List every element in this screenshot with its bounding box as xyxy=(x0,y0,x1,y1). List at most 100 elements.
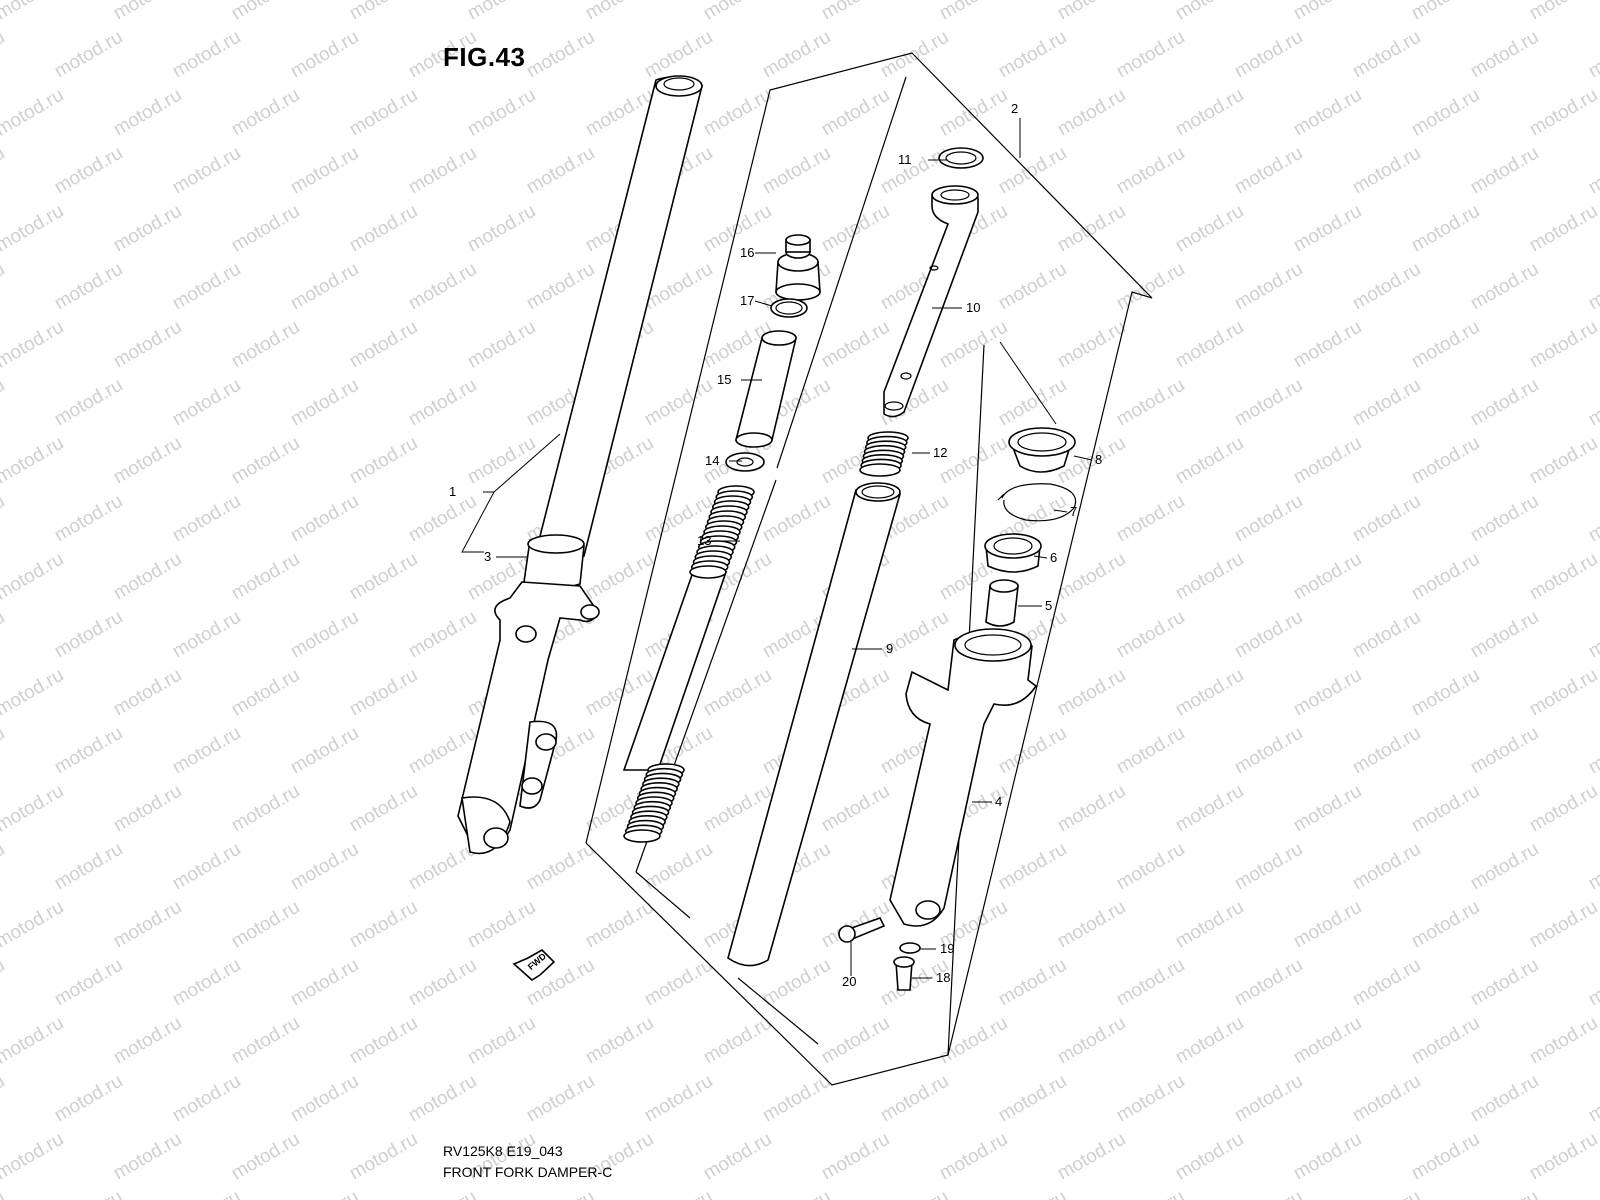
watermark-text: motod.ru xyxy=(1408,201,1483,257)
watermark-text: motod.ru xyxy=(51,607,126,663)
watermark-text: motod.ru xyxy=(1526,85,1600,141)
watermark-text: motod.ru xyxy=(1113,491,1188,547)
watermark-text: motod.ru xyxy=(405,375,480,431)
watermark-text: motod.ru xyxy=(818,317,893,373)
watermark-text: motod.ru xyxy=(0,491,8,547)
watermark-text: motod.ru xyxy=(228,549,303,605)
watermark-text: motod.ru xyxy=(582,897,657,953)
watermark-text: motod.ru xyxy=(1172,549,1247,605)
watermark-text: motod.ru xyxy=(1408,1013,1483,1069)
watermark-text: motod.ru xyxy=(1526,433,1600,489)
watermark-text: motod.ru xyxy=(1349,1071,1424,1127)
watermark-text: motod.ru xyxy=(995,1071,1070,1127)
watermark-text: motod.ru xyxy=(110,897,185,953)
watermark-text: motod.ru xyxy=(1467,375,1542,431)
watermark-text: motod.ru xyxy=(818,1013,893,1069)
watermark-text: motod.ru xyxy=(1408,0,1483,24)
watermark-text: motod.ru xyxy=(1526,897,1600,953)
watermark-text: motod.ru xyxy=(0,1187,8,1200)
watermark-text: motod.ru xyxy=(1408,549,1483,605)
callout-5: 5 xyxy=(1045,598,1052,613)
watermark-text: motod.ru xyxy=(582,0,657,24)
watermark-text: motod.ru xyxy=(51,375,126,431)
watermark-text: motod.ru xyxy=(287,839,362,895)
watermark-text: motod.ru xyxy=(1172,1129,1247,1185)
watermark-text: motod.ru xyxy=(1408,897,1483,953)
watermark-text: motod.ru xyxy=(1231,259,1306,315)
watermark-text: motod.ru xyxy=(346,1013,421,1069)
watermark-text: motod.ru xyxy=(1526,549,1600,605)
watermark-text: motod.ru xyxy=(1054,549,1129,605)
watermark-text: motod.ru xyxy=(1231,27,1306,83)
watermark-text: motod.ru xyxy=(1349,607,1424,663)
watermark-text: motod.ru xyxy=(464,433,539,489)
watermark-text: motod.ru xyxy=(287,375,362,431)
watermark-text: motod.ru xyxy=(1349,491,1424,547)
watermark-text: motod.ru xyxy=(1349,1187,1424,1200)
watermark-text: motod.ru xyxy=(995,143,1070,199)
watermark-text: motod.ru xyxy=(759,1071,834,1127)
watermark-text: motod.ru xyxy=(1172,1013,1247,1069)
watermark-text: motod.ru xyxy=(110,549,185,605)
watermark-text: motod.ru xyxy=(1585,27,1600,83)
watermark-text: motod.ru xyxy=(1467,491,1542,547)
watermark-text: motod.ru xyxy=(1467,955,1542,1011)
watermark-text: motod.ru xyxy=(1585,955,1600,1011)
spring-coil xyxy=(689,565,727,579)
part-5-oil-lock-piece xyxy=(985,579,1019,627)
watermark-text: motod.ru xyxy=(110,665,185,721)
watermark-text: motod.ru xyxy=(1526,1129,1600,1185)
watermark-text: motod.ru xyxy=(1113,1187,1188,1200)
watermark-text: motod.ru xyxy=(1113,1071,1188,1127)
watermark-text: motod.ru xyxy=(1054,781,1129,837)
watermark-text: motod.ru xyxy=(1172,0,1247,24)
watermark-text: motod.ru xyxy=(995,1187,1070,1200)
watermark-text: motod.ru xyxy=(228,1013,303,1069)
watermark-text: motod.ru xyxy=(1290,1013,1365,1069)
watermark-text: motod.ru xyxy=(1113,375,1188,431)
watermark-text: motod.ru xyxy=(110,1013,185,1069)
watermark-text: motod.ru xyxy=(1585,1071,1600,1127)
watermark-text: motod.ru xyxy=(877,1187,952,1200)
watermark-text: motod.ru xyxy=(1467,27,1542,83)
watermark-text: motod.ru xyxy=(228,665,303,721)
watermark-text: motod.ru xyxy=(1408,85,1483,141)
watermark-text: motod.ru xyxy=(936,1129,1011,1185)
watermark-text: motod.ru xyxy=(228,0,303,24)
watermark-text: motod.ru xyxy=(0,897,67,953)
watermark-text: motod.ru xyxy=(1585,723,1600,779)
part-18-drain-bolt xyxy=(893,956,915,991)
watermark-text: motod.ru xyxy=(464,201,539,257)
watermark-text: motod.ru xyxy=(1231,375,1306,431)
watermark-text: motod.ru xyxy=(1290,433,1365,489)
callout-11: 11 xyxy=(898,152,912,167)
watermark-text: motod.ru xyxy=(0,317,67,373)
watermark-text: motod.ru xyxy=(818,781,893,837)
watermark-text: motod.ru xyxy=(0,955,8,1011)
watermark-text: motod.ru xyxy=(51,143,126,199)
watermark-text: motod.ru xyxy=(110,317,185,373)
watermark-text: motod.ru xyxy=(995,839,1070,895)
part-8-dust-seal xyxy=(1008,427,1076,473)
leader-lines xyxy=(461,118,1093,979)
watermark-text: motod.ru xyxy=(1113,955,1188,1011)
watermark-text: motod.ru xyxy=(1231,491,1306,547)
callout-3: 3 xyxy=(484,549,491,564)
watermark-text: motod.ru xyxy=(1172,317,1247,373)
watermark-text: motod.ru xyxy=(228,201,303,257)
watermark-text: motod.ru xyxy=(1467,143,1542,199)
watermark-text: motod.ru xyxy=(1349,259,1424,315)
watermark-text: motod.ru xyxy=(1231,607,1306,663)
watermark-text: motod.ru xyxy=(51,1071,126,1127)
watermark-text: motod.ru xyxy=(1290,0,1365,24)
watermark-text: motod.ru xyxy=(169,1187,244,1200)
callout-19: 19 xyxy=(940,941,954,956)
watermark-text: motod.ru xyxy=(346,549,421,605)
watermark-text: motod.ru xyxy=(346,433,421,489)
part-13-fork-spring xyxy=(622,485,755,843)
watermark-text: motod.ru xyxy=(287,27,362,83)
watermark-text: motod.ru xyxy=(1290,897,1365,953)
watermark-text: motod.ru xyxy=(1526,665,1600,721)
watermark-text: motod.ru xyxy=(464,85,539,141)
